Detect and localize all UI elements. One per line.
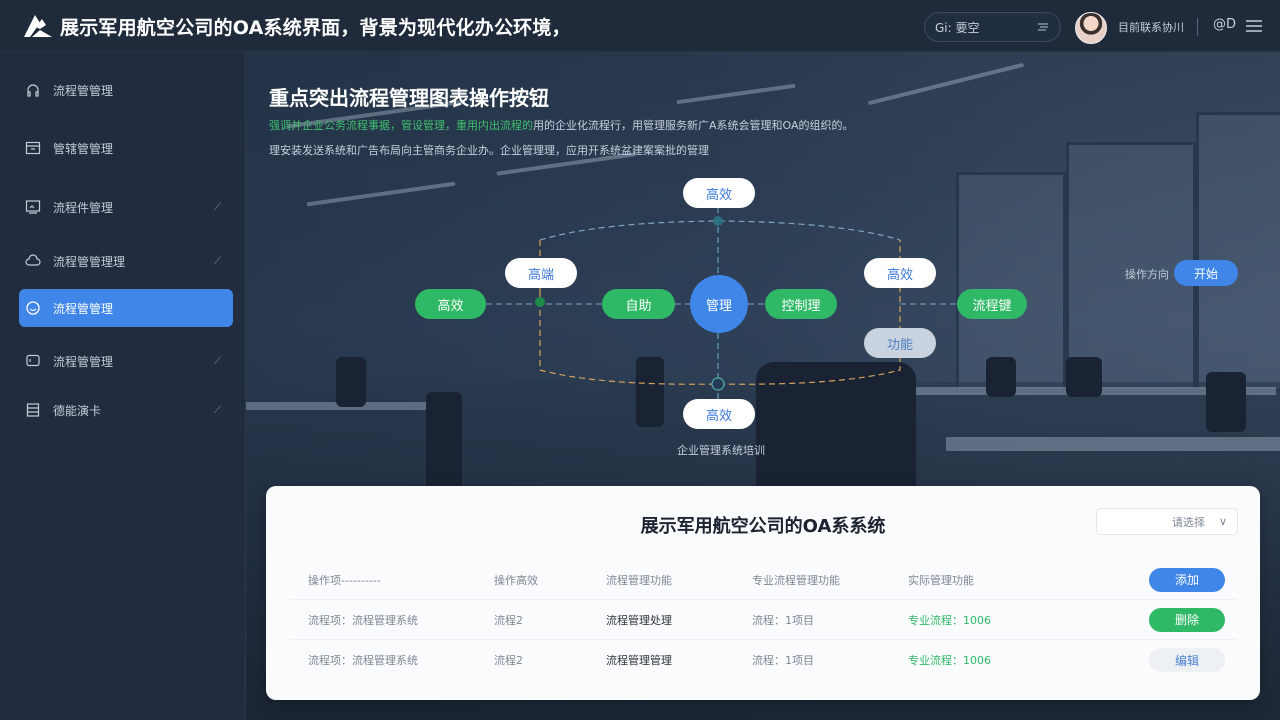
edit-button[interactable]: 编辑 bbox=[1149, 648, 1225, 672]
sidebar-item-process-admin[interactable]: 流程管管理理 ⟋ bbox=[19, 242, 233, 280]
column-header: 操作项---------- bbox=[308, 573, 381, 587]
side-action-label: 操作方向 bbox=[1125, 268, 1169, 281]
top-header: 展示军用航空公司的OA系统界面，背景为现代化办公环境， Gi: 要空 目前联系协… bbox=[0, 0, 1280, 52]
search-box[interactable]: Gi: 要空 bbox=[924, 12, 1061, 42]
table-cell: 专业流程：1006 bbox=[908, 654, 991, 667]
headset-icon bbox=[27, 84, 39, 97]
process-table: 操作项---------- 操作高效 流程管理功能 专业流程管理功能 实际管理功… bbox=[290, 560, 1236, 680]
flow-node-upper-right[interactable]: 高效 bbox=[864, 258, 936, 288]
flow-node-upper-left[interactable]: 高端 bbox=[505, 258, 577, 288]
flow-node-lower-right[interactable]: 功能 bbox=[864, 328, 936, 358]
hero-title: 重点突出流程管理图表操作按钮 bbox=[269, 86, 549, 110]
expand-chevron-icon[interactable]: ⟋ bbox=[214, 355, 221, 367]
sidebar: 流程管管理 管辖管管理 流程件管理 ⟋ 流程管管理理 ⟋ 流程管管理 流程管管理… bbox=[0, 52, 246, 720]
mention-icon[interactable]: @D bbox=[1213, 17, 1237, 32]
sidebar-item-process-files[interactable]: 流程件管理 ⟋ bbox=[19, 188, 233, 226]
search-input[interactable]: Gi: 要空 bbox=[935, 20, 980, 35]
header-divider bbox=[1197, 18, 1198, 36]
table-cell: 流程管理管理 bbox=[606, 654, 672, 667]
flow-node-inner-right[interactable]: 控制理 bbox=[765, 289, 837, 319]
table-header-row: 操作项---------- 操作高效 流程管理功能 专业流程管理功能 实际管理功… bbox=[290, 560, 1236, 600]
column-header: 流程管理功能 bbox=[606, 573, 672, 587]
flow-node-center[interactable]: 管理 bbox=[690, 275, 748, 333]
filter-icon[interactable] bbox=[1036, 20, 1050, 34]
flow-node-top[interactable]: 高效 bbox=[683, 178, 755, 208]
process-table-panel: 展示军用航空公司的OA系系统 请选择 ∨ 操作项---------- 操作高效 … bbox=[266, 486, 1260, 700]
window-icon bbox=[25, 141, 41, 155]
table-cell: 流程项：流程管理系统 bbox=[308, 654, 418, 667]
hero-description-line-2: 理安装发送系统和广告布局向主管商务企业办。企业管理理，应用开系统盆建案案批的管理 bbox=[269, 144, 709, 157]
sidebar-item-process-screen[interactable]: 流程管管理 ⟋ bbox=[19, 342, 233, 380]
hero-description-line-1: 强调并企业公务流程事据，管设管理，重用内出流程的用的企业化流程行，用管理服务新广… bbox=[269, 119, 854, 132]
table-cell: 专业流程：1006 bbox=[908, 613, 991, 627]
app-title: 展示军用航空公司的OA系统界面，背景为现代化办公环境， bbox=[60, 17, 571, 39]
table-cell: 流程：1项目 bbox=[752, 613, 814, 627]
table-cell: 流程2 bbox=[494, 613, 523, 627]
hamburger-menu-icon[interactable] bbox=[1246, 20, 1262, 32]
screen-icon bbox=[26, 354, 40, 367]
table-cell: 流程项：流程管理系统 bbox=[308, 613, 418, 627]
expand-chevron-icon[interactable]: ⟋ bbox=[214, 201, 221, 213]
flow-node-inner-left[interactable]: 自助 bbox=[602, 289, 675, 319]
panel-title: 展示军用航空公司的OA系系统 bbox=[640, 516, 886, 537]
filter-select[interactable]: 请选择 ∨ bbox=[1096, 508, 1238, 535]
flow-node-left[interactable]: 高效 bbox=[415, 289, 486, 319]
chat-icon bbox=[26, 301, 40, 315]
expand-chevron-icon[interactable]: ⟋ bbox=[214, 404, 221, 416]
sidebar-item-process-active[interactable]: 流程管管理 bbox=[19, 289, 233, 327]
add-button[interactable]: 添加 bbox=[1149, 567, 1225, 592]
table-cell: 流程：1项目 bbox=[752, 654, 814, 667]
select-value: 请选择 bbox=[1171, 515, 1205, 529]
logo-icon bbox=[24, 15, 52, 37]
table-cell: 流程管理处理 bbox=[606, 613, 672, 627]
column-header: 实际管理功能 bbox=[908, 573, 974, 587]
user-avatar[interactable] bbox=[1075, 12, 1107, 44]
delete-button[interactable]: 删除 bbox=[1149, 607, 1225, 632]
flow-node-right[interactable]: 流程键 bbox=[957, 289, 1027, 319]
expand-chevron-icon[interactable]: ⟋ bbox=[214, 255, 221, 267]
table-cell: 流程2 bbox=[494, 654, 523, 667]
sidebar-item-jurisdiction[interactable]: 管辖管管理 bbox=[19, 129, 233, 167]
sidebar-item-process-management[interactable]: 流程管管理 bbox=[19, 71, 233, 109]
column-header: 专业流程管理功能 bbox=[752, 573, 840, 587]
diagram-caption: 企业管理系统培训 bbox=[677, 444, 765, 457]
cloud-icon bbox=[25, 254, 41, 266]
chevron-down-icon: ∨ bbox=[1218, 515, 1227, 528]
flow-node-bottom[interactable]: 高效 bbox=[683, 399, 755, 429]
column-header: 操作高效 bbox=[494, 573, 538, 587]
start-button[interactable]: 开始 bbox=[1174, 260, 1238, 286]
sidebar-item-performance[interactable]: 德能演卡 ⟋ bbox=[19, 391, 233, 429]
archive-icon bbox=[26, 403, 40, 417]
monitor-icon bbox=[25, 200, 41, 214]
table-row: 流程项：流程管理系统 流程2 流程管理处理 流程：1项目 专业流程：1006 删… bbox=[290, 600, 1236, 640]
user-name[interactable]: 目前联系协川 bbox=[1118, 21, 1184, 34]
table-row: 流程项：流程管理系统 流程2 流程管理管理 流程：1项目 专业流程：1006 编… bbox=[290, 640, 1236, 680]
